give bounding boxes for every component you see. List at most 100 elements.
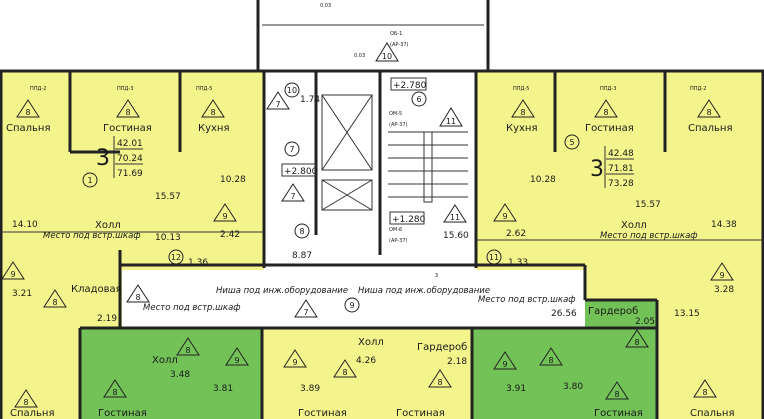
room-label: Спальня: [690, 408, 735, 419]
room-label: Холл: [95, 220, 121, 231]
room-label: Гостиная: [396, 408, 445, 419]
room-label: Спальня: [6, 123, 51, 134]
triangle-marker-icon: 8: [116, 99, 140, 118]
plan-text: 14.10: [12, 220, 38, 230]
triangle-marker-icon: 10: [375, 42, 399, 62]
plan-text: 7: [303, 308, 308, 317]
plan-text: 9: [292, 358, 297, 367]
plan-text: 8: [52, 298, 57, 307]
plan-text: 8: [603, 108, 608, 117]
area-labels: 15.57 10.28 14.10 10.13 2.42 15.57 10.28…: [12, 3, 737, 394]
window-label: ППД-3: [600, 86, 616, 92]
plan-text: 10.13: [155, 233, 181, 243]
plan-text: 3: [96, 146, 110, 171]
triangle-marker-icon: 11: [439, 107, 463, 127]
triangle-marker-icon: 8: [605, 381, 629, 400]
garderob-green-fill: [585, 300, 657, 330]
circle-markers: 1 5 10 7 8 6 12 9 11: [82, 82, 580, 313]
triangle-marker-icon: 8: [16, 99, 40, 118]
plan-text: 13.15: [674, 309, 700, 319]
plan-text: 1.36: [188, 258, 208, 268]
plan-text: 8: [299, 227, 304, 236]
apartment-left-fill: [0, 70, 264, 270]
room-label: Гостиная: [594, 408, 643, 419]
room-label: Гостиная: [98, 408, 147, 419]
plan-text: (АР-37): [390, 42, 409, 48]
triangle-marker-icon: 11: [443, 204, 467, 223]
triangle-marker-icon: 7: [281, 183, 305, 202]
room-label: Кухня: [506, 123, 538, 134]
plan-text: 11: [450, 213, 460, 222]
plan-text: 2.19: [97, 314, 117, 324]
plan-text: 71.81: [608, 164, 634, 174]
plan-text: 14.38: [711, 220, 737, 230]
plan-text: 8: [125, 108, 130, 117]
window-labels: ППД-2 ППД-3 ППД-5 ППД-5 ППД-3 ППД-2: [30, 86, 706, 92]
plan-text: 9: [719, 271, 724, 280]
plan-text: 9: [502, 360, 507, 369]
plan-text: 15.57: [155, 192, 181, 202]
circle-marker-icon: 9: [344, 297, 360, 313]
triangle-marker-icon: 8: [176, 337, 200, 356]
room-note: Ниша под инж.оборудование: [216, 286, 348, 296]
plan-text: ОМ-5: [389, 111, 402, 117]
plan-text: 15.57: [635, 200, 661, 210]
plan-text: 9: [10, 270, 15, 279]
circle-marker-icon: 8: [294, 223, 310, 239]
window-label: ППД-3: [117, 86, 133, 92]
window-label: ППД-2: [690, 86, 706, 92]
stairs: [388, 131, 468, 203]
room-label: Гостиная: [103, 123, 152, 134]
circle-marker-icon: 12: [168, 249, 184, 265]
triangle-marker-icon: 8: [103, 379, 127, 398]
window-label: ППД-5: [513, 86, 529, 92]
plan-text: 2.18: [447, 357, 467, 367]
room-label: Спальня: [10, 408, 55, 419]
room-label: Гардероб: [417, 342, 467, 353]
plan-text: 8: [634, 338, 639, 347]
plan-text: 2.42: [220, 230, 240, 240]
triangle-marker-icon: 8: [43, 289, 67, 308]
plan-text: 0.03: [354, 53, 365, 59]
triangle-marker-icon: 8: [428, 369, 452, 388]
plan-text: 0.03: [320, 3, 331, 9]
plan-text: 8.87: [292, 251, 312, 261]
plan-text: 8: [614, 390, 619, 399]
level-stair-mid: +1.280: [392, 215, 426, 225]
plan-text: 3.81: [213, 384, 233, 394]
apartment-right-fill: [476, 70, 764, 270]
apartment-middle-fill: [262, 328, 472, 419]
circle-marker-icon: 1: [82, 172, 98, 188]
room-label: Холл: [621, 220, 647, 231]
plan-text: 3.91: [506, 384, 526, 394]
triangle-marker-icon: 8: [126, 284, 150, 303]
triangle-marker-icon: 8: [14, 389, 38, 408]
triangle-marker-icon: 9: [213, 203, 237, 222]
plan-text: 3.28: [714, 285, 734, 295]
triangle-marker-icon: 9: [283, 349, 307, 368]
plan-text: 8: [342, 368, 347, 377]
room-note: Место под встр.шкаф: [600, 231, 698, 241]
plan-text: 70.24: [117, 154, 143, 164]
plan-text: ОМ-6: [389, 227, 402, 233]
plan-text: 4.26: [356, 356, 376, 366]
plan-text: 9: [349, 301, 354, 310]
room-label: Кухня: [198, 123, 230, 134]
room-label: Холл: [152, 355, 178, 366]
plan-text: ОБ-1: [390, 31, 402, 37]
window-label: ППД-5: [196, 86, 212, 92]
room-note: Место под встр.шкаф: [43, 231, 141, 241]
plan-text: 8: [548, 356, 553, 365]
circle-marker-icon: 7: [284, 141, 300, 157]
plan-text: 42.48: [608, 149, 634, 159]
triangle-markers: 8 8 8 9 8 8 8 9 10 7 7 11 11 9 8 8 7 8 9…: [1, 42, 734, 408]
circle-marker-icon: 11: [486, 249, 502, 265]
plan-text: 10: [382, 52, 392, 61]
plan-text: 3.80: [563, 382, 583, 392]
plan-text: 71.69: [117, 169, 143, 179]
apartment-right-summary: 3 42.48 71.81 73.28: [590, 146, 634, 189]
plan-text: 11: [489, 253, 499, 262]
plan-text: 10.28: [530, 175, 556, 185]
